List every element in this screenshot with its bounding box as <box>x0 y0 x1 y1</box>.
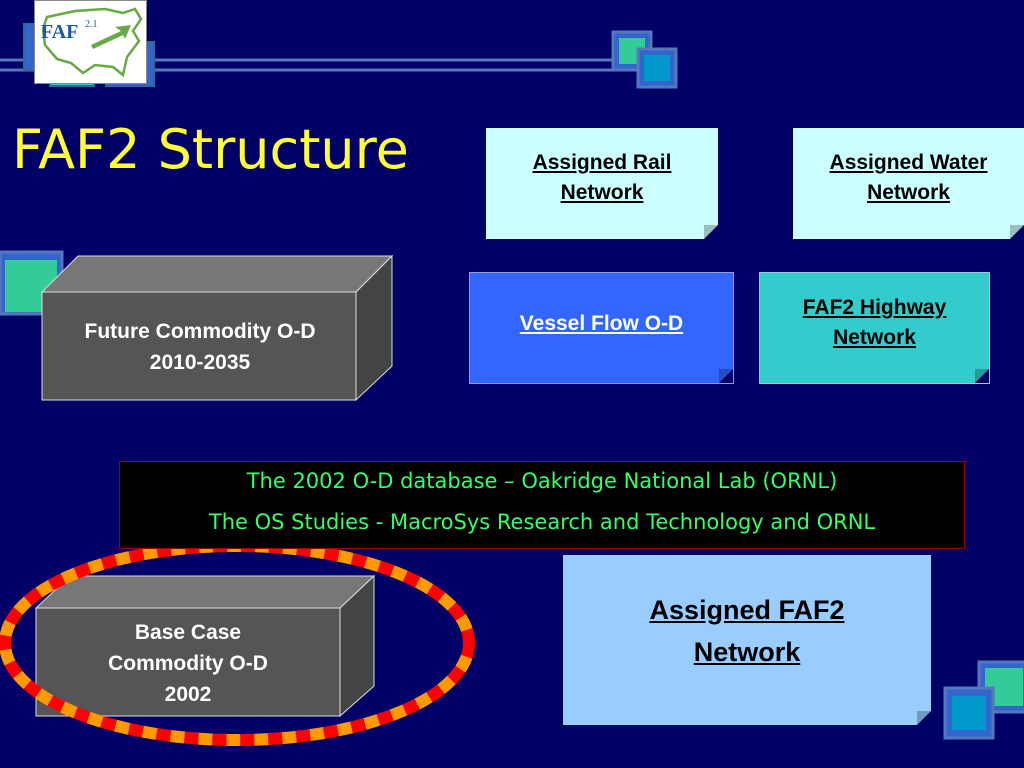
page-fold-icon <box>1010 225 1024 239</box>
assigned-water-line2: Network <box>867 181 950 204</box>
future-commodity-line1: Future Commodity O-D <box>84 320 316 343</box>
base-case-box <box>34 574 376 718</box>
faf2-highway-line2: Network <box>833 326 916 349</box>
data-source-box: The 2002 O-D database – Oakridge Nationa… <box>119 461 965 549</box>
data-source-line2: The OS Studies - MacroSys Research and T… <box>208 510 876 534</box>
assigned-water-line1: Assigned Water <box>829 151 988 174</box>
faf2-highway-line1: FAF2 Highway <box>802 296 947 319</box>
base-case-line2: Commodity O-D <box>108 652 268 675</box>
future-commodity-box <box>40 254 394 402</box>
future-commodity-line2: 2010-2035 <box>149 351 251 374</box>
future-commodity-label: Future Commodity O-D 2010-2035 <box>42 316 358 378</box>
assigned-rail-note: Assigned Rail Network <box>486 128 718 239</box>
page-fold-icon <box>975 369 989 383</box>
assigned-rail-line1: Assigned Rail <box>532 151 672 174</box>
assigned-rail-line2: Network <box>560 181 644 204</box>
top-right-squares <box>611 30 678 89</box>
vessel-flow-note: Vessel Flow O-D <box>469 272 734 384</box>
assigned-faf2-network-note: Assigned FAF2 Network <box>563 555 931 725</box>
vessel-flow-line1: Vessel Flow O-D <box>519 312 684 335</box>
base-case-line1: Base Case <box>134 621 242 644</box>
slide-title: FAF2 Structure <box>12 118 409 181</box>
base-case-line3: 2002 <box>164 683 212 706</box>
us-map-icon <box>41 7 143 78</box>
data-source-line1: The 2002 O-D database – Oakridge Nationa… <box>246 469 838 493</box>
base-case-label: Base Case Commodity O-D 2002 <box>36 617 340 710</box>
page-fold-icon <box>719 369 733 383</box>
faf2-highway-note: FAF2 Highway Network <box>759 272 990 384</box>
faf-logo: FAF 2.1 <box>34 0 147 84</box>
logo-text: FAF <box>41 21 79 43</box>
page-fold-icon <box>704 225 718 239</box>
assigned-faf2-line1: Assigned FAF2 <box>649 595 845 625</box>
bottom-right-squares <box>943 660 1024 740</box>
assigned-water-note: Assigned Water Network <box>793 128 1024 239</box>
logo-version: 2.1 <box>85 19 98 30</box>
page-fold-icon <box>911 705 931 725</box>
assigned-faf2-line2: Network <box>693 637 801 667</box>
